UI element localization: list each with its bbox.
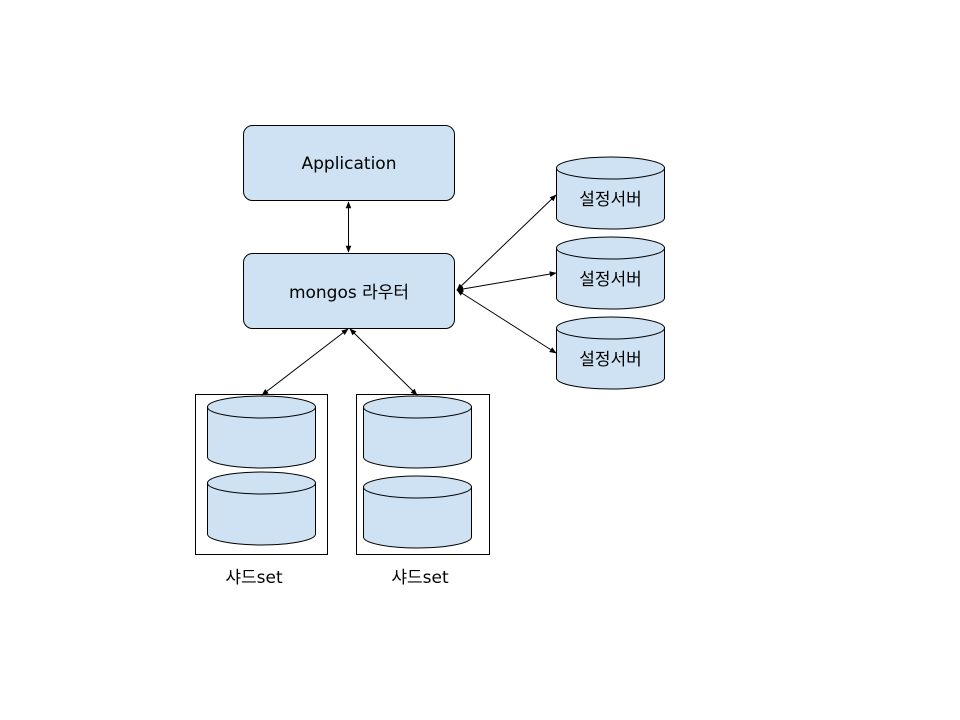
link-router-config-2 xyxy=(456,271,557,292)
config-server-3: 설정서버 xyxy=(556,316,665,390)
shard-1-cylinder-bottom xyxy=(207,471,316,546)
link-router-shard-1 xyxy=(261,328,349,396)
mongos-router-node: mongos 라우터 xyxy=(243,253,455,329)
link-router-config-3 xyxy=(456,289,557,354)
shard-set-2: 샤드set xyxy=(356,394,490,588)
shard-1-cylinder-top xyxy=(207,395,316,469)
shard-2-cylinder-bottom xyxy=(363,475,472,549)
link-router-shard-2 xyxy=(349,328,418,396)
config-server-1: 설정서버 xyxy=(556,156,665,230)
mongos-router-label: mongos 라우터 xyxy=(289,283,409,303)
shard-set-2-label: 샤드set xyxy=(391,568,449,588)
config-server-2: 설정서버 xyxy=(556,236,665,310)
config-server-2-label: 설정서버 xyxy=(579,270,642,290)
application-node: Application xyxy=(243,125,455,201)
shard-2-cylinder-top xyxy=(363,395,472,469)
shard-set-1: 샤드set xyxy=(195,394,328,588)
shard-set-1-label: 샤드set xyxy=(225,568,283,588)
config-server-3-label: 설정서버 xyxy=(579,350,642,370)
config-server-1-label: 설정서버 xyxy=(579,190,642,210)
application-label: Application xyxy=(302,154,397,174)
